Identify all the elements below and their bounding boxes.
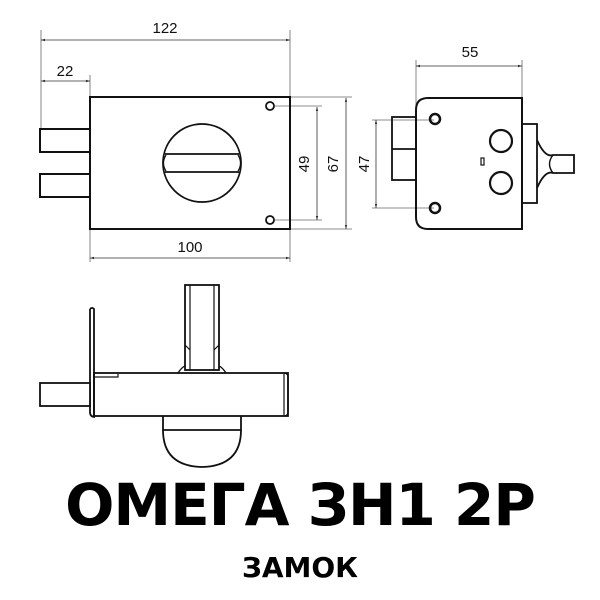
cylinder-hole-upper — [488, 128, 514, 154]
knob-side-profile — [521, 123, 575, 204]
mount-hole-top — [265, 101, 275, 111]
cylinder-hole-lower — [488, 170, 514, 196]
thumb-turn-knob — [162, 123, 242, 203]
cylinder-dome — [162, 416, 242, 468]
dim-depth: 55 — [462, 44, 479, 61]
side-screw-holes — [428, 112, 442, 215]
dim-mount-hole-spacing: 49 — [296, 156, 313, 173]
lock-body — [89, 96, 291, 230]
side-bolt-block — [391, 116, 417, 181]
dim-body-width: 100 — [177, 239, 202, 256]
product-subtitle: ЗАМОК — [241, 551, 359, 584]
top-view — [39, 284, 289, 468]
dim-overall-width: 122 — [152, 20, 177, 37]
bolt-lower — [39, 173, 91, 198]
knob-stem — [177, 284, 227, 374]
side-body — [415, 97, 523, 230]
indicator-slot — [480, 157, 485, 166]
mount-hole-bottom — [265, 215, 275, 225]
front-view: 122 22 100 49 67 — [39, 20, 352, 262]
dim-body-height: 67 — [325, 156, 342, 173]
side-view: 55 47 — [356, 44, 575, 230]
bolt-upper — [39, 128, 91, 153]
product-title: ОМЕГА ЗН1 2Р — [65, 471, 536, 539]
top-bolt — [39, 382, 91, 407]
dim-bolt-projection: 22 — [57, 63, 74, 80]
dim-bolt-spacing: 47 — [356, 156, 373, 173]
top-body — [93, 372, 289, 417]
